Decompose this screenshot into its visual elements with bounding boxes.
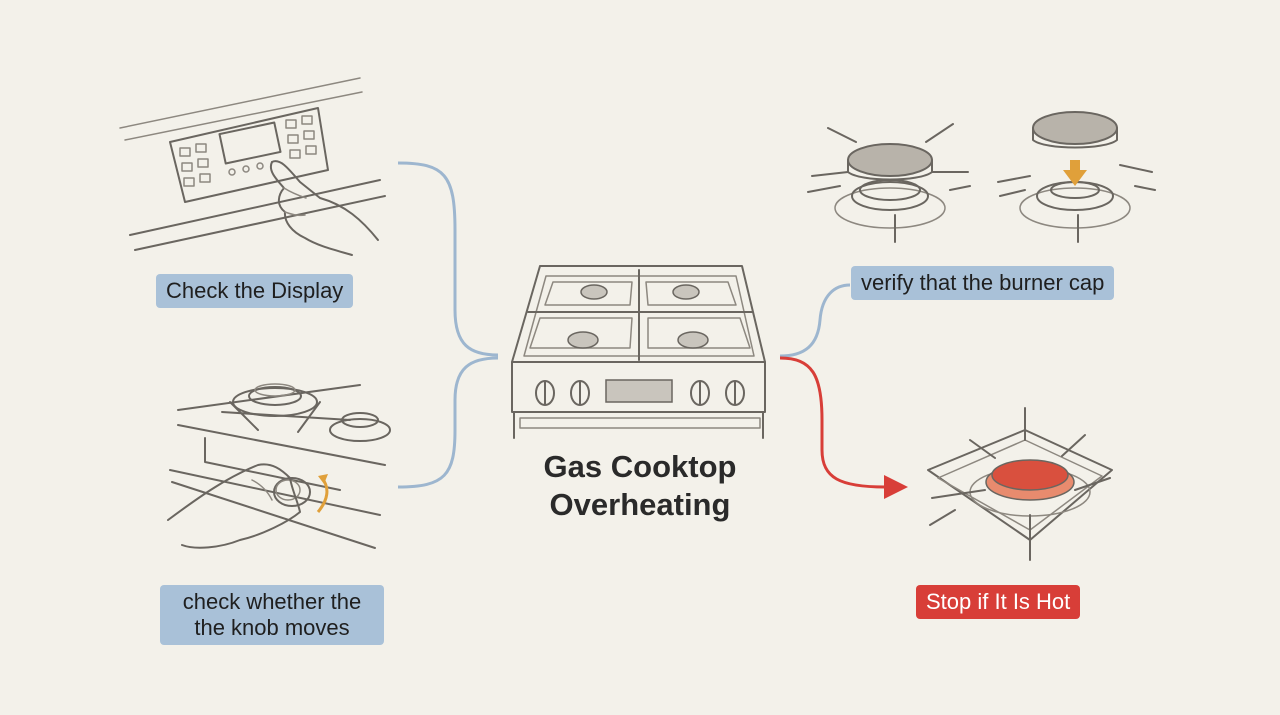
diagram-title-line2: Overheating (549, 487, 731, 522)
burner-cap-icon (807, 111, 1156, 243)
check-knob-label-line2: the knob moves (194, 615, 350, 640)
connector-display (397, 161, 499, 357)
burner-cap-label: verify that the burner cap (851, 266, 1115, 300)
stove-icon (511, 265, 766, 439)
connector-knob (397, 356, 499, 489)
diagram-title: Gas Cooktop Overheating (500, 448, 780, 524)
control-panel-icon (119, 77, 386, 251)
diagram-title-line1: Gas Cooktop (543, 449, 737, 484)
hot-burner-icon (927, 407, 1113, 561)
arrowhead-hot (884, 475, 908, 499)
check-knob-label: check whether the the knob moves (160, 585, 384, 645)
knob-icon (167, 383, 391, 549)
connector-cap (779, 283, 851, 358)
connectors (397, 161, 908, 499)
check-display-label: Check the Display (156, 274, 354, 308)
stop-hot-label: Stop if It Is Hot (916, 585, 1081, 619)
hand-icon (269, 160, 379, 256)
connector-hot (779, 356, 886, 489)
check-knob-label-line1: check whether the (182, 589, 362, 614)
